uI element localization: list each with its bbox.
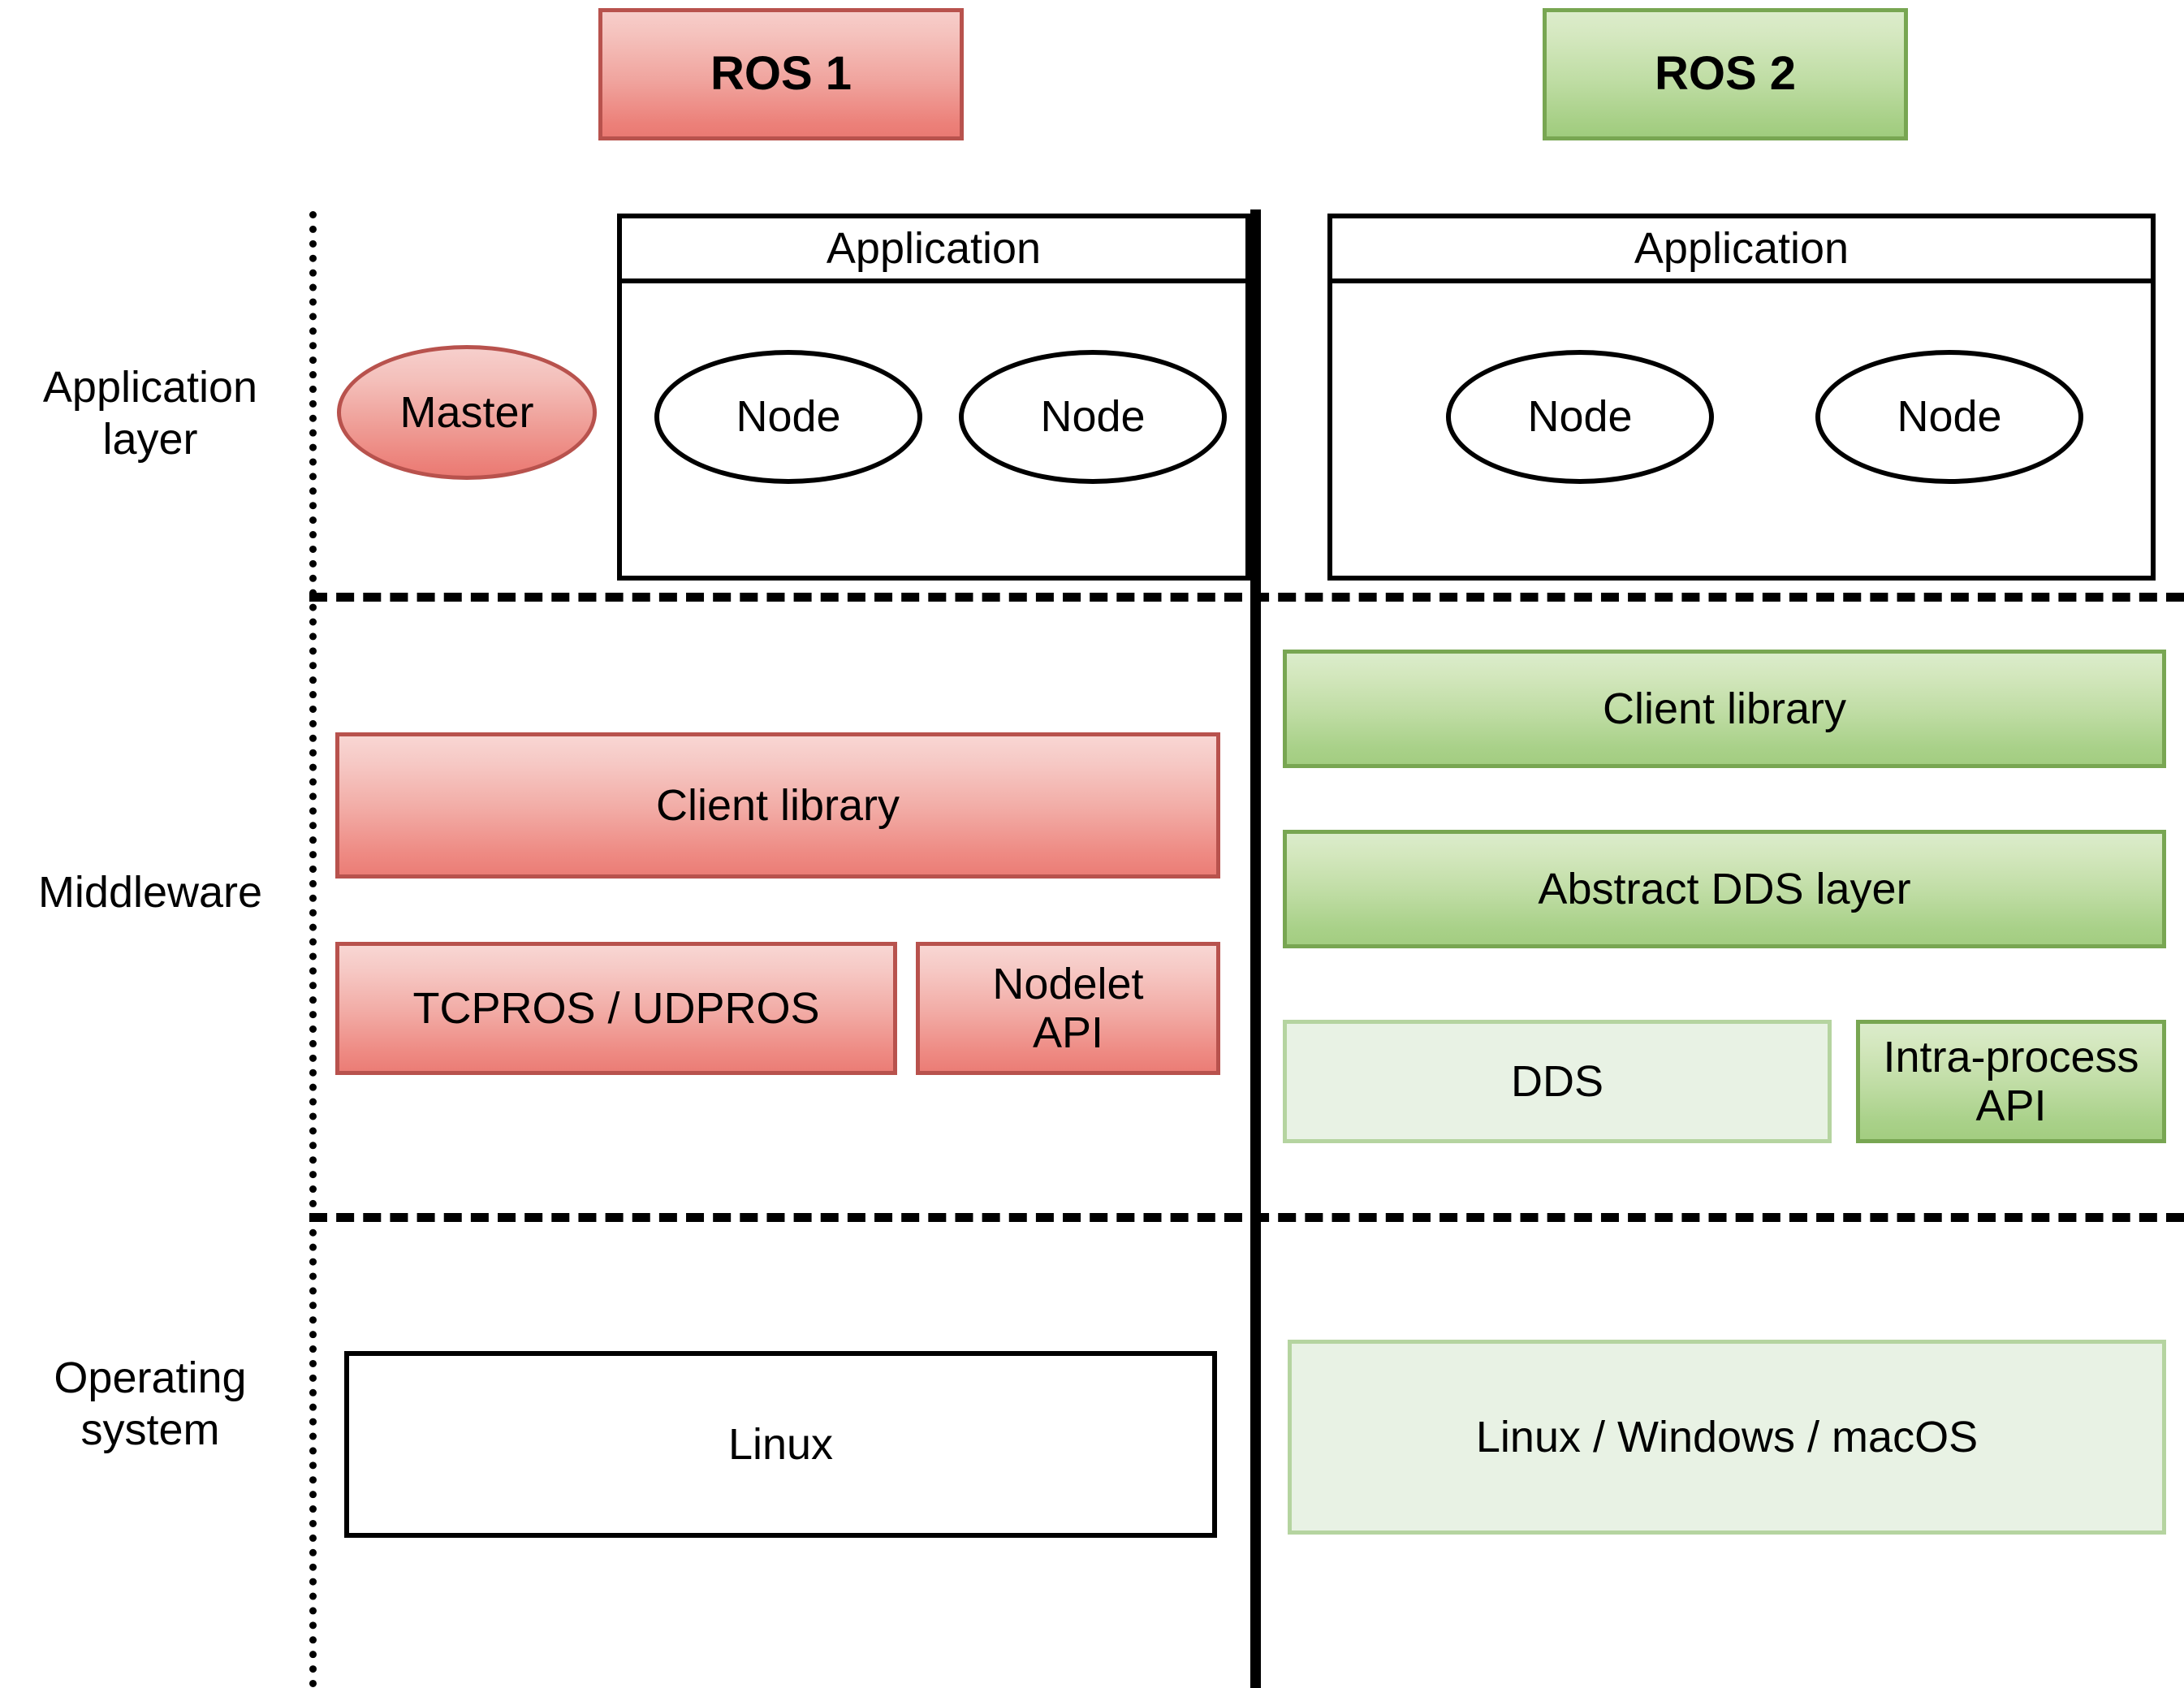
ros1-transport-panel: TCPROS / UDPROS <box>335 942 897 1075</box>
ros2-title-label: ROS 2 <box>1654 47 1797 101</box>
layer-label-application: Application layer <box>0 357 300 471</box>
vertical-dotted-axis-line <box>309 211 317 1688</box>
ros1-master-label: Master <box>399 387 534 437</box>
ros1-node-label-2: Node <box>1040 392 1146 442</box>
ros1-application-box: Application Node Node <box>617 214 1250 581</box>
divider-application-middleware <box>309 593 2184 602</box>
vertical-separator-ros1-ros2 <box>1250 209 1261 1688</box>
layer-label-middleware: Middleware <box>0 861 300 926</box>
ros1-transport-label: TCPROS / UDPROS <box>412 983 820 1033</box>
ros2-dds-panel: DDS <box>1283 1020 1832 1143</box>
ros2-title-chip: ROS 2 <box>1543 8 1908 140</box>
ros1-master-ellipse: Master <box>337 345 597 480</box>
ros1-client-library-panel: Client library <box>335 732 1220 879</box>
ros1-title-label: ROS 1 <box>710 47 852 101</box>
ros1-operating-system-box: Linux <box>344 1351 1217 1538</box>
layer-label-operating-system-text: Operating system <box>54 1353 247 1454</box>
ros1-node-label-1: Node <box>736 392 841 442</box>
ros2-operating-system-label: Linux / Windows / macOS <box>1475 1412 1979 1461</box>
ros2-application-box: Application Node Node <box>1327 214 2156 581</box>
ros2-application-header-label: Application <box>1634 224 1849 273</box>
ros2-node-ellipse-2: Node <box>1815 350 2083 484</box>
layer-label-middleware-text: Middleware <box>37 868 263 917</box>
ros1-operating-system-label: Linux <box>727 1419 834 1469</box>
ros1-application-header-label: Application <box>826 224 1042 273</box>
ros1-application-header: Application <box>622 218 1245 283</box>
ros2-abstract-dds-layer-panel: Abstract DDS layer <box>1283 830 2166 948</box>
ros2-intra-process-api-panel: Intra-process API <box>1856 1020 2166 1143</box>
ros2-client-library-label: Client library <box>1602 684 1847 733</box>
ros2-client-library-panel: Client library <box>1283 650 2166 768</box>
ros2-operating-system-box: Linux / Windows / macOS <box>1288 1340 2166 1535</box>
layer-label-application-text: Application layer <box>42 363 258 464</box>
ros2-application-header: Application <box>1332 218 2151 283</box>
ros2-node-ellipse-1: Node <box>1446 350 1714 484</box>
ros1-node-ellipse-1: Node <box>654 350 922 484</box>
ros1-title-chip: ROS 1 <box>598 8 964 140</box>
ros1-nodelet-api-panel: Nodelet API <box>916 942 1220 1075</box>
ros2-node-label-2: Node <box>1897 392 2002 442</box>
ros2-intra-process-api-label: Intra-process API <box>1883 1032 2139 1130</box>
ros2-abstract-dds-layer-label: Abstract DDS layer <box>1538 864 1911 913</box>
ros2-node-label-1: Node <box>1527 392 1633 442</box>
ros1-node-ellipse-2: Node <box>959 350 1227 484</box>
layer-label-operating-system: Operating system <box>0 1348 300 1461</box>
ros1-nodelet-api-label: Nodelet API <box>992 959 1144 1057</box>
divider-middleware-operating-system <box>309 1213 2184 1222</box>
ros1-client-library-label: Client library <box>655 780 900 830</box>
ros2-dds-label: DDS <box>1510 1056 1603 1106</box>
